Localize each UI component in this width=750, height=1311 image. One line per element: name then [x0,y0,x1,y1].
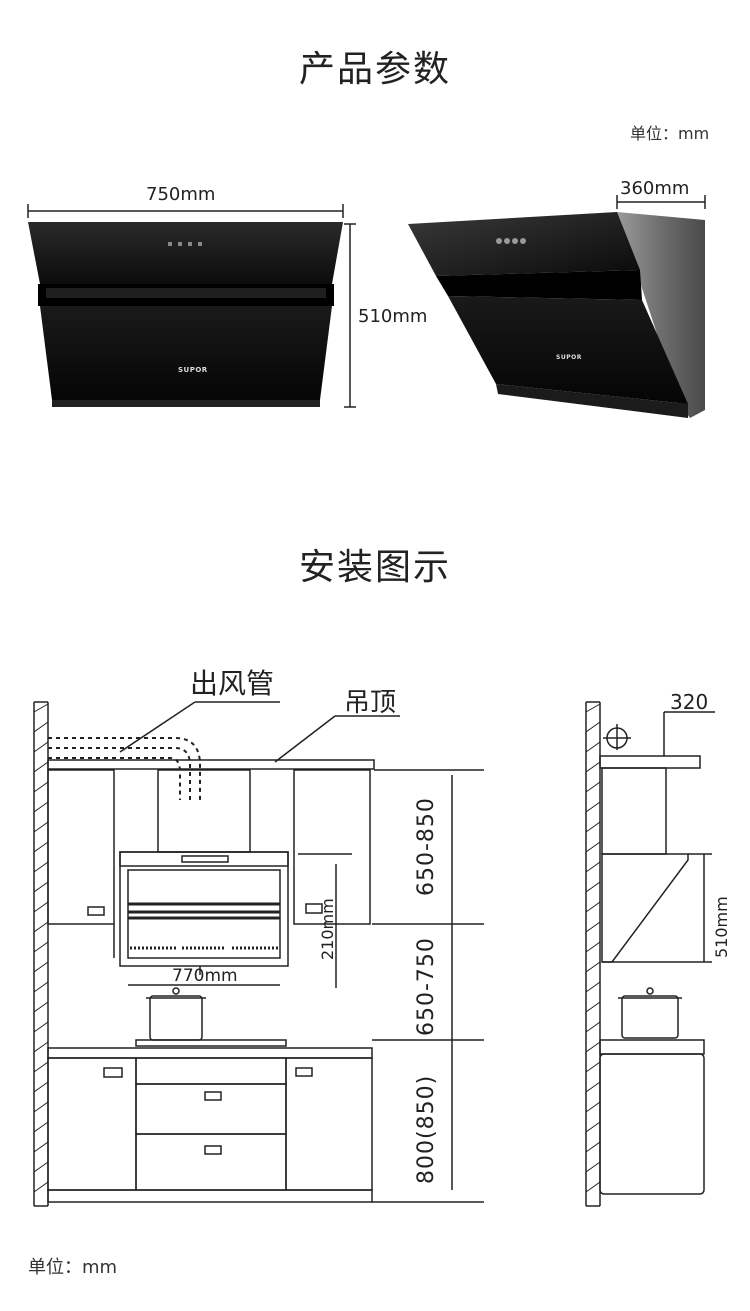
base-height-label: 800(850) [414,1074,439,1184]
unit-label-top: 单位：mm [630,124,710,143]
ceiling-board [47,759,484,771]
cooking-pot [146,987,206,1041]
side-view-drawing [585,701,715,1207]
brand-logo-front: SUPOR [178,366,208,374]
width-label: 750mm [146,184,216,205]
width-dimension-line [27,204,344,218]
side-hood-image [408,212,705,418]
hood-gap-label: 210mm [318,898,337,960]
section-title-install: 安装图示 [298,547,451,588]
depth-dimension-line [616,195,706,209]
side-height-label: 510mm [712,896,731,958]
range-upper-label: 650-850 [414,797,439,896]
range-lower-label: 650-750 [414,937,439,1036]
duct-label: 出风管 [190,667,275,700]
air-duct [48,737,201,800]
height-range-dimensions [372,775,484,1203]
brand-logo-side: SUPOR [556,354,582,361]
section-title-params: 产品参数 [298,49,451,90]
side-depth-label: 320 [670,690,709,714]
installation-drawing [33,701,715,1207]
height-dimension-line [344,223,356,408]
front-hood-image [28,222,343,407]
unit-label-bottom: 单位：mm [28,1257,118,1278]
height-label: 510mm [358,306,428,327]
wall-hatching [33,703,601,1193]
ceiling-label: 吊顶 [344,688,397,718]
depth-label: 360mm [620,178,690,199]
hood-width-label: 770mm [172,966,238,986]
